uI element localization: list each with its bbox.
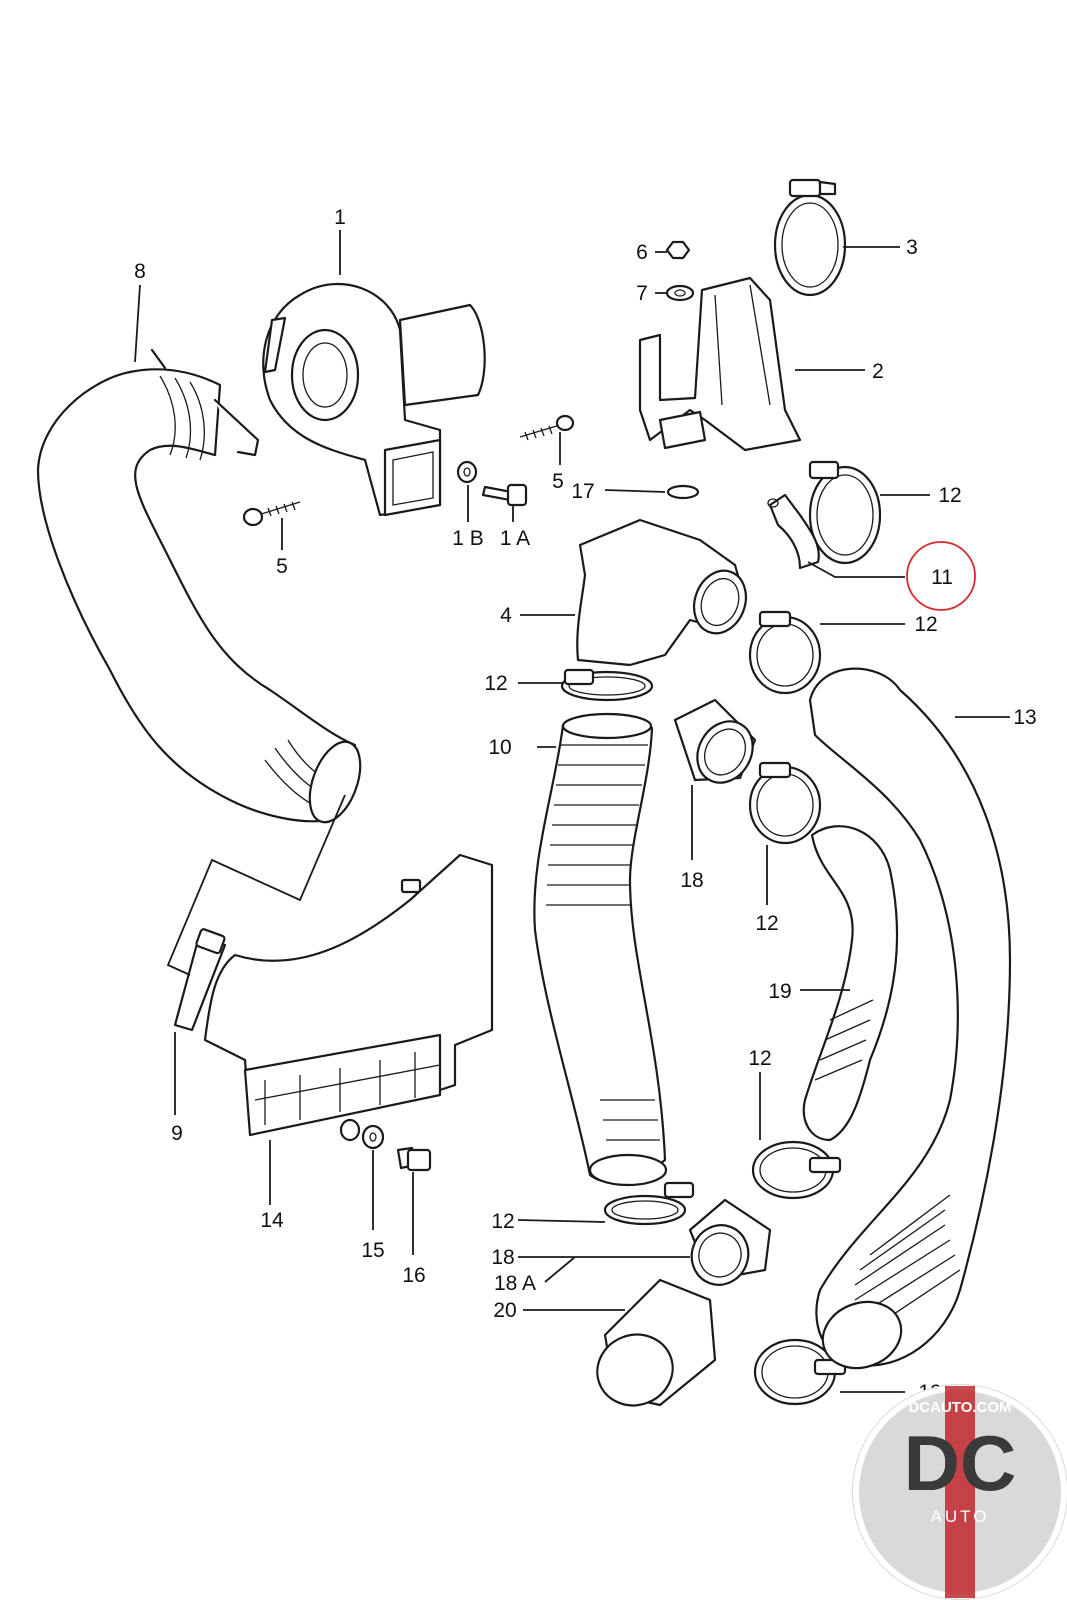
part-17-washer: [666, 484, 700, 500]
part-18-sleeve-lower: [688, 1198, 772, 1286]
leader-lines: [134, 230, 1010, 1393]
part-2-bracket: [638, 276, 802, 452]
callout-12-d: 12: [755, 912, 778, 935]
callout-12-c: 12: [484, 672, 507, 695]
part-9-clip: [173, 928, 227, 1032]
callout-8: 8: [134, 260, 146, 283]
part-15-washer: [361, 1124, 385, 1150]
dcauto-watermark-logo: DCAUTO.COM DC AUTO: [852, 1384, 1067, 1600]
callout-10: 10: [488, 736, 511, 759]
part-16-bolt: [396, 1146, 432, 1172]
callout-15: 15: [361, 1239, 384, 1262]
callout-12-b: 12: [914, 613, 937, 636]
callout-16: 16: [402, 1264, 425, 1287]
callout-18-b: 18: [491, 1246, 514, 1269]
logo-sub-text: AUTO: [931, 1507, 990, 1526]
part-12-clamp-e: [603, 1181, 695, 1226]
part-12-clamp-d: [751, 1140, 842, 1200]
part-14-duct: [203, 853, 494, 1142]
callout-13: 13: [1013, 706, 1036, 729]
callout-18A: 18 A: [494, 1272, 536, 1295]
part-12-clamp-f: [753, 1338, 847, 1406]
part-4-elbow: [576, 518, 748, 667]
part-20-sleeve: [596, 1278, 717, 1407]
part-18-sleeve-upper: [673, 698, 757, 784]
part-12-clamp-a: [748, 610, 822, 695]
callout-17: 17: [571, 480, 594, 503]
logo-stripe: [945, 1386, 975, 1598]
callout-2: 2: [872, 360, 884, 383]
part-1-blower: [262, 282, 486, 517]
part-12-clamp-c: [748, 761, 822, 845]
callout-11: 11: [931, 566, 953, 589]
callout-labels: 1 8 2 3 6 7 5 5 1 B 1 A 17 12 11 4 12 12…: [134, 206, 1037, 1404]
callout-5-left: 5: [276, 555, 288, 578]
part-12-clamp-upper-right: [808, 460, 882, 565]
callout-12-f: 12: [491, 1210, 514, 1233]
logo-mark-text: DC: [904, 1419, 1017, 1507]
assembly-link-8-14: [166, 794, 346, 976]
callout-9: 9: [171, 1122, 183, 1145]
callout-5-right: 5: [552, 470, 564, 493]
part-11-strap: [767, 493, 820, 570]
callout-3: 3: [906, 236, 918, 259]
callout-12-e: 12: [748, 1047, 771, 1070]
part-12-clamp-b: [560, 668, 654, 702]
callout-12-a: 12: [938, 484, 961, 507]
callout-1: 1: [334, 206, 346, 229]
part-10-hose: [533, 712, 668, 1187]
callout-7: 7: [636, 282, 648, 305]
part-1B-washer: [456, 460, 478, 484]
callout-11-highlight-circle: [906, 541, 976, 611]
callout-1B: 1 B: [452, 527, 484, 550]
part-19-hose: [802, 825, 899, 1142]
part-7-washer: [665, 284, 695, 302]
part-6-nut: [665, 240, 691, 260]
logo-site-text: DCAUTO.COM: [908, 1399, 1011, 1416]
part-1A-bolt: [481, 483, 528, 507]
callout-14: 14: [260, 1209, 284, 1232]
part-8-hose: [36, 348, 362, 824]
callout-4: 4: [500, 604, 512, 627]
callout-1A: 1 A: [500, 527, 530, 550]
callout-6: 6: [636, 241, 648, 264]
part-13-hose: [808, 667, 1012, 1370]
part-5-screw-right: [519, 414, 575, 441]
callout-20: 20: [493, 1299, 516, 1322]
part-3-clamp: [773, 178, 847, 297]
callout-18-a: 18: [680, 869, 703, 892]
callout-19: 19: [768, 980, 791, 1003]
part-5-screw-left: [242, 501, 301, 527]
